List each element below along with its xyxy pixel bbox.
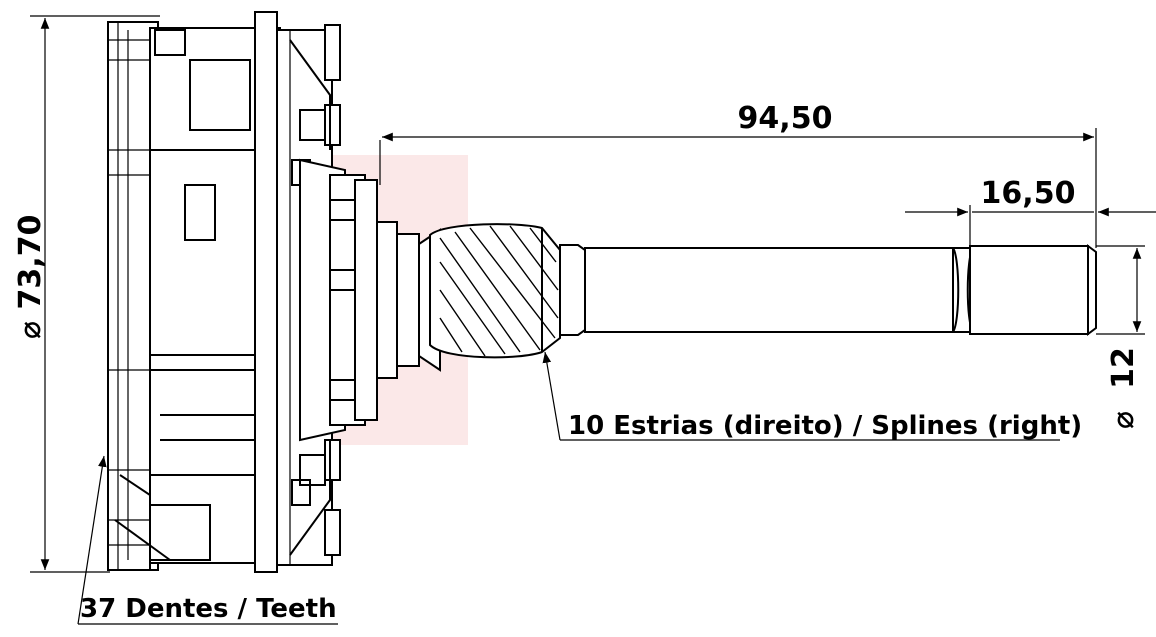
spline-pinion <box>429 223 561 359</box>
hub-flange <box>299 158 441 442</box>
spline-length-label: 16,50 <box>981 176 1076 211</box>
dimension-spline-length: 16,50 <box>905 176 1156 246</box>
gear-housing <box>107 11 341 573</box>
dimension-gear-diameter: ⌀ 73,70 <box>13 15 160 573</box>
splines-note-text: 10 Estrias (direito) / Splines (right) <box>568 411 1082 441</box>
dimension-shaft-diameter: ⌀ 12 <box>1096 245 1145 429</box>
gear-diameter-label: 73,70 <box>13 215 48 310</box>
total-length-label: 94,50 <box>738 101 833 136</box>
dimension-total-length: 94,50 <box>379 101 1097 248</box>
teeth-note: 37 Dentes / Teeth <box>77 455 338 625</box>
shaft-diameter-symbol: ⌀ <box>1106 411 1141 429</box>
teeth-note-text: 37 Dentes / Teeth <box>80 594 337 624</box>
output-shaft <box>559 244 1097 336</box>
shaft-diameter-label: 12 <box>1106 347 1141 389</box>
gear-diameter-symbol: ⌀ <box>13 321 48 339</box>
splines-note: 10 Estrias (direito) / Splines (right) <box>542 351 1082 441</box>
